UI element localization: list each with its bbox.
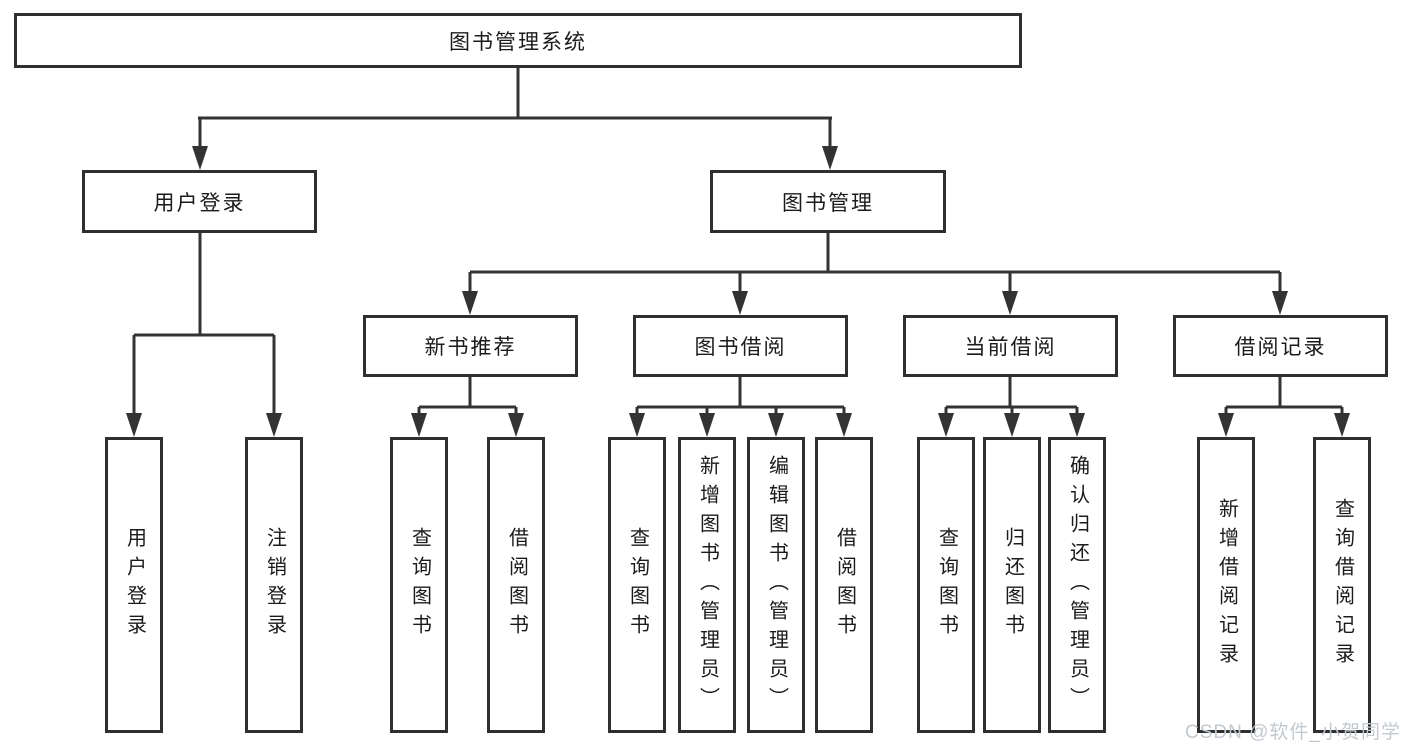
node-borrowing-records-label: 借阅记录 [1234, 336, 1327, 359]
leaf-cb-confirm-return-admin: 确认归还（管理员） [1048, 437, 1106, 733]
arrowheads [126, 146, 1350, 437]
leaf-br-query-borrow-record: 查询借阅记录 [1313, 437, 1371, 733]
watermark: CSDN @软件_小贺同学 [1185, 722, 1401, 743]
node-book-borrowing: 图书借阅 [633, 315, 848, 377]
node-current-borrowing-label: 当前借阅 [964, 336, 1057, 359]
node-root-label: 图书管理系统 [449, 30, 587, 54]
leaf-logout-label: 注销登录 [263, 527, 286, 643]
node-book-management-label: 图书管理 [782, 191, 874, 215]
leaf-nb-borrow-books-label: 借阅图书 [505, 527, 528, 643]
leaf-bb-borrow-books: 借阅图书 [815, 437, 873, 733]
node-current-borrowing: 当前借阅 [903, 315, 1118, 377]
leaf-user-login: 用户登录 [105, 437, 163, 733]
leaf-nb-borrow-books: 借阅图书 [487, 437, 545, 733]
leaf-bb-borrow-books-label: 借阅图书 [833, 527, 856, 643]
leaf-bb-add-book-admin-label: 新增图书（管理员） [696, 454, 719, 716]
leaf-user-login-label: 用户登录 [123, 527, 146, 643]
leaf-cb-confirm-return-admin-label: 确认归还（管理员） [1066, 454, 1089, 716]
leaf-cb-return-books-label: 归还图书 [1001, 527, 1024, 643]
node-new-book-recommend-label: 新书推荐 [424, 336, 517, 359]
node-borrowing-records: 借阅记录 [1173, 315, 1388, 377]
leaf-bb-query-books: 查询图书 [608, 437, 666, 733]
leaf-bb-add-book-admin: 新增图书（管理员） [678, 437, 736, 733]
node-book-management: 图书管理 [710, 170, 946, 233]
leaf-bb-edit-book-admin-label: 编辑图书（管理员） [765, 454, 788, 716]
leaf-cb-query-books: 查询图书 [917, 437, 975, 733]
node-root: 图书管理系统 [14, 13, 1022, 68]
leaf-nb-query-books: 查询图书 [390, 437, 448, 733]
leaf-bb-query-books-label: 查询图书 [626, 527, 649, 643]
leaf-nb-query-books-label: 查询图书 [408, 527, 431, 643]
leaf-cb-return-books: 归还图书 [983, 437, 1041, 733]
leaf-br-add-borrow-record-label: 新增借阅记录 [1215, 498, 1238, 672]
leaf-logout: 注销登录 [245, 437, 303, 733]
node-user-login-label: 用户登录 [153, 191, 246, 215]
node-new-book-recommend: 新书推荐 [363, 315, 578, 377]
node-book-borrowing-label: 图书借阅 [694, 336, 787, 359]
node-user-login: 用户登录 [82, 170, 317, 233]
leaf-cb-query-books-label: 查询图书 [935, 527, 958, 643]
leaf-br-add-borrow-record: 新增借阅记录 [1197, 437, 1255, 733]
leaf-bb-edit-book-admin: 编辑图书（管理员） [747, 437, 805, 733]
leaf-br-query-borrow-record-label: 查询借阅记录 [1331, 498, 1354, 672]
